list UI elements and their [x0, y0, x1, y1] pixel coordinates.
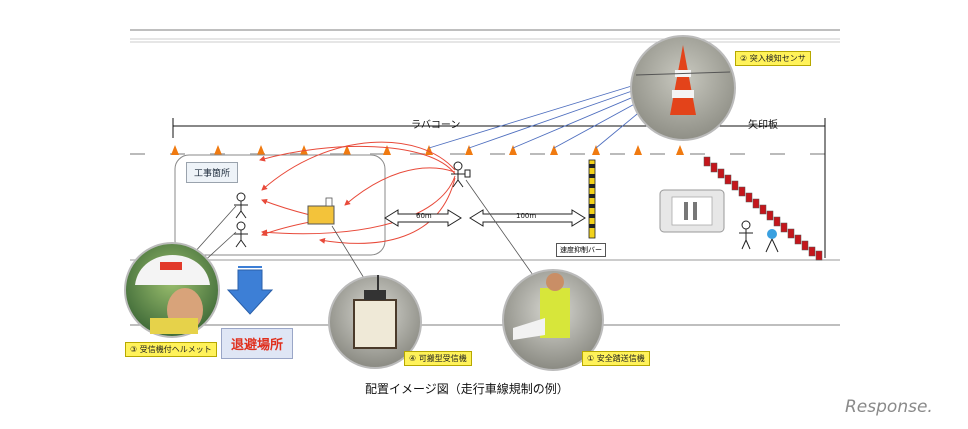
- span-indicator: [172, 118, 826, 258]
- arrow-board-label: 矢印板: [748, 120, 778, 131]
- distance-60-label: 60m: [416, 212, 432, 220]
- cone-icon: [214, 145, 222, 155]
- sensor-lines: [428, 84, 649, 149]
- speed-bar-label: 速度抑制バー: [556, 243, 606, 257]
- receiver-tag: ④ 可搬型受信機: [404, 351, 472, 366]
- distance-arrows: [384, 209, 586, 227]
- transmitter-tag: ① 安全踏送信機: [582, 351, 650, 366]
- speed-bar: [588, 159, 596, 239]
- cone-label: ラバコーン: [411, 120, 461, 131]
- cone-icon: [257, 145, 265, 155]
- transmitter-photo: [502, 269, 604, 371]
- diagram-caption: 配置イメージ図（走行車線規制の例）: [365, 382, 569, 396]
- warning-light-icon: [765, 229, 779, 253]
- worker-icon: [451, 161, 471, 188]
- distance-100-label: 100m: [516, 212, 537, 220]
- cone-icon: [383, 145, 391, 155]
- cone-icon: [509, 145, 517, 155]
- sensor-tag: ② 突入検知センサ: [735, 51, 811, 66]
- worksite-label: 工事箇所: [186, 162, 239, 183]
- helmet-tag: ③ 受信機付ヘルメット: [125, 342, 217, 357]
- worker-icon: [739, 220, 753, 250]
- cone-row: [171, 145, 684, 155]
- road-lines: [130, 29, 840, 326]
- helmet-photo: [124, 242, 220, 338]
- cone-icon: [465, 145, 473, 155]
- signal-arcs: [259, 141, 456, 244]
- cone-icon: [300, 145, 308, 155]
- cone-icon: [634, 145, 642, 155]
- watermark-logo: Response.: [845, 397, 933, 417]
- cone-icon: [676, 145, 684, 155]
- evacuation-label: 退避場所: [221, 328, 294, 359]
- sign-board-icon: [659, 189, 725, 233]
- cone-icon: [592, 145, 600, 155]
- cone-icon: [550, 145, 558, 155]
- arrow-board-icon: [703, 156, 823, 261]
- worker-icon: [234, 221, 248, 248]
- evacuation-arrow-icon: [226, 269, 274, 315]
- worker-icon: [234, 192, 248, 219]
- cone-icon: [171, 145, 179, 155]
- receiver-photo: [328, 275, 422, 369]
- sensor-photo: [630, 35, 736, 141]
- receiver-box-icon: [307, 197, 335, 225]
- cone-icon: [343, 145, 351, 155]
